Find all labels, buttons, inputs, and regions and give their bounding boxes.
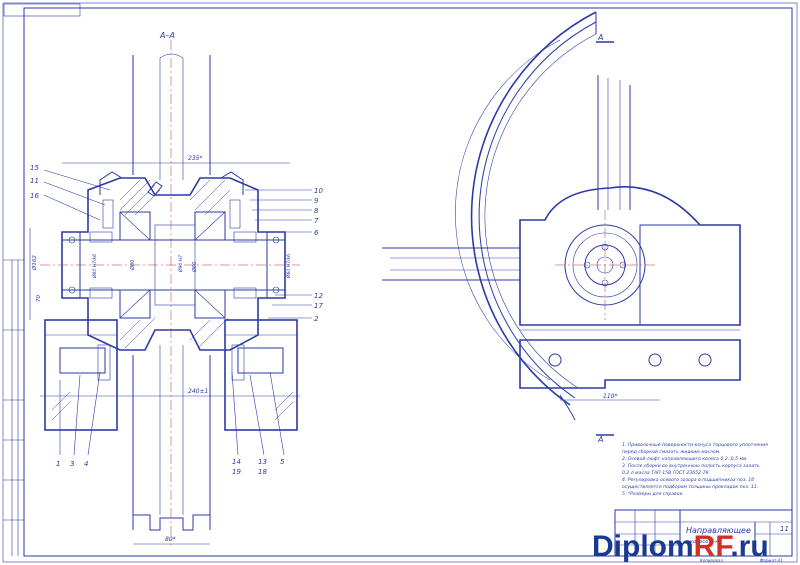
watermark-tail: .ru (730, 530, 768, 563)
watermark-main: Diplom (592, 530, 694, 563)
section-view: А–А 235* 240±1 80* (29, 31, 323, 545)
dim-left-a: Ø162 (31, 255, 38, 271)
hub-hatching (119, 179, 231, 349)
svg-text:DiplomRF.ru: DiplomRF.ru (592, 530, 769, 563)
callout-1: 1 (56, 460, 60, 468)
callout-13: 13 (258, 458, 267, 466)
callout-12: 12 (314, 292, 323, 300)
callout-8: 8 (314, 207, 319, 215)
callout-6: 6 (314, 229, 319, 237)
title-block: Направляющее колесо А–А 11 Копировал Фор… (614, 509, 793, 563)
note-3b: 0,2 л масла ТАП-15В ГОСТ 23652-79. (622, 470, 710, 476)
callout-3: 3 (70, 460, 74, 468)
inner-frame (23, 7, 793, 557)
title-name-1: Направляющее (686, 526, 751, 535)
callout-4: 4 (84, 460, 88, 468)
corner-stamp (3, 3, 81, 17)
callout-2: 2 (314, 315, 319, 323)
dim-bottom: 80* (165, 536, 176, 543)
seal-caps (61, 231, 286, 299)
dim-base: 110* (603, 393, 617, 400)
dim-width: 240±1 (188, 388, 208, 395)
dim-top: 235* (188, 155, 202, 162)
title-name-2: колесо А–А (690, 539, 720, 545)
left-margin-strip (3, 259, 24, 556)
section-mark-bottom: А (597, 435, 603, 444)
title-sheet-no: 11 (780, 525, 789, 533)
callout-11: 11 (30, 177, 39, 185)
note-3: 3. После сборки во внутреннюю полость ко… (622, 463, 760, 469)
section-mark-top: А (597, 33, 603, 42)
callout-17: 17 (314, 302, 323, 310)
watermark-logo: DiplomRF.ru (592, 530, 769, 563)
callout-16: 16 (30, 192, 39, 200)
wheel-view: А А 110* (382, 11, 741, 444)
dim-fit-left: Ø60 H7/k6 (91, 254, 98, 279)
support-brackets (44, 319, 298, 431)
dim-core: Ø60 (191, 262, 198, 273)
note-2: 2. Осевой люфт направляющего колеса 0,2.… (622, 456, 748, 462)
bearings (119, 211, 226, 319)
callout-14: 14 (232, 458, 241, 466)
callout-7: 7 (314, 217, 319, 225)
dim-left-b: 70 (36, 295, 42, 302)
note-1b: перед сборкой смазать жидким маслом. (622, 449, 721, 455)
title-format: Формат А1 (760, 558, 783, 563)
watermark-accent: RF (694, 530, 734, 563)
note-4: 4. Регулировка осевого зазора в подшипни… (622, 477, 754, 483)
dim-shaft: Ø80 (129, 260, 136, 271)
callout-15: 15 (30, 164, 39, 172)
title-copied: Копировал (700, 558, 723, 563)
dim-fit-right: Ø60 H7/k6 (285, 254, 292, 279)
callout-9: 9 (314, 197, 319, 205)
callout-18: 18 (258, 468, 267, 476)
dim-bore: Ø90 H7 (177, 255, 184, 273)
note-1: 1. Привалочные поверхности конуса торцов… (622, 442, 768, 448)
technical-notes: 1. Привалочные поверхности конуса торцов… (622, 442, 768, 497)
callout-5: 5 (280, 458, 285, 466)
note-4b: осуществляется подбором толщины прокладо… (622, 484, 758, 490)
note-5: 5. *Размеры для справок. (622, 491, 684, 497)
section-title: А–А (159, 31, 175, 40)
callout-19: 19 (232, 468, 241, 476)
callout-10: 10 (314, 187, 323, 195)
